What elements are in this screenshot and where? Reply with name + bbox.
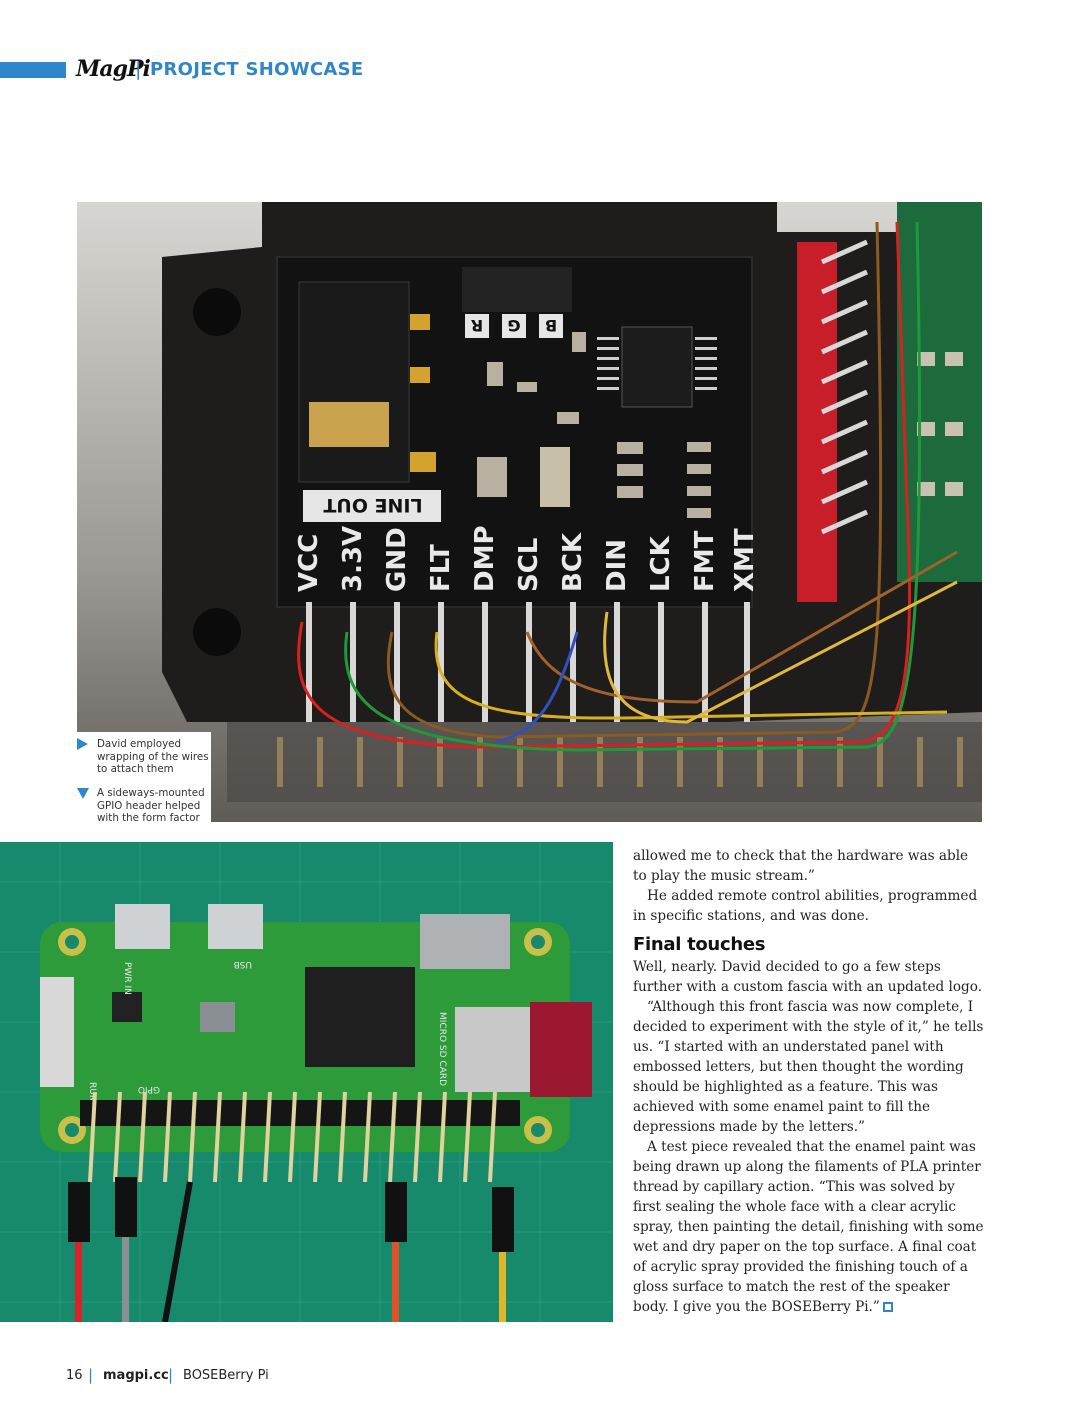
article-paragraph: allowed me to check that the hardware wa… xyxy=(633,848,969,884)
line-out-label: LINE OUT xyxy=(323,494,422,516)
pin-label-lck: LCK xyxy=(646,535,676,592)
pin-label-flt: FLT xyxy=(426,544,456,592)
footer-article-title: BOSEBerry Pi xyxy=(183,1368,269,1383)
header-separator: | xyxy=(135,58,142,80)
pcb-label-run: RUN xyxy=(87,1082,97,1102)
magazine-logo: MagPi xyxy=(76,56,151,82)
article-body: allowed me to check that the hardware wa… xyxy=(633,846,985,1317)
pin-label-bck: BCK xyxy=(558,532,588,592)
header-accent-bar xyxy=(0,62,66,78)
dac-board-photo: LINE OUT R G B xyxy=(77,202,982,822)
section-title: PROJECT SHOWCASE xyxy=(150,59,364,80)
article-paragraph: Well, nearly. David decided to go a few … xyxy=(633,959,983,995)
pin-label-scl: SCL xyxy=(514,538,544,592)
caption-1: David employed wrapping of the wires to … xyxy=(97,738,209,775)
pin-label-xmt: XMT xyxy=(730,528,760,592)
pin-label-3v3: 3.3V xyxy=(338,526,368,592)
footer-separator: | xyxy=(88,1366,94,1384)
caption-box: David employed wrapping of the wires to … xyxy=(77,732,211,824)
pin-label-din: DIN xyxy=(602,539,632,592)
pcb-label-pwr-in: PWR IN xyxy=(122,962,132,995)
pin-label-gnd: GND xyxy=(382,527,412,592)
pin-labels: VCC 3.3V GND FLT DMP SCL BCK DIN LCK FMT… xyxy=(294,525,760,592)
header-label-r: R xyxy=(471,316,483,335)
arrow-right-icon xyxy=(77,738,88,750)
pcb-label-sd-card: MICRO SD CARD xyxy=(437,1012,447,1086)
arrow-down-icon xyxy=(77,788,89,799)
pin-label-vcc: VCC xyxy=(294,534,324,592)
footer-separator: | xyxy=(168,1366,174,1384)
article-paragraph: A test piece revealed that the enamel pa… xyxy=(633,1139,984,1315)
caption-2: A sideways-mounted GPIO header helped wi… xyxy=(97,787,205,824)
pin-label-fmt: FMT xyxy=(690,530,720,592)
article-paragraph: He added remote control abilities, progr… xyxy=(633,888,978,924)
page-number: 16 xyxy=(66,1368,83,1383)
article-paragraph: “Although this front fascia was now comp… xyxy=(633,999,984,1135)
header-label-g: G xyxy=(507,316,520,335)
subheading: Final touches xyxy=(633,934,766,955)
pcb-label-gpio: GPIO xyxy=(138,1084,160,1094)
end-mark-icon xyxy=(882,1302,893,1312)
pin-label-dmp: DMP xyxy=(470,525,500,592)
footer-site: magpi.cc xyxy=(103,1368,169,1383)
pcb-label-usb: USB xyxy=(234,959,252,969)
pi-zero-photo: PWR IN USB MICRO SD CARD GPIO RUN xyxy=(0,842,613,1322)
header-label-b: B xyxy=(545,316,557,335)
